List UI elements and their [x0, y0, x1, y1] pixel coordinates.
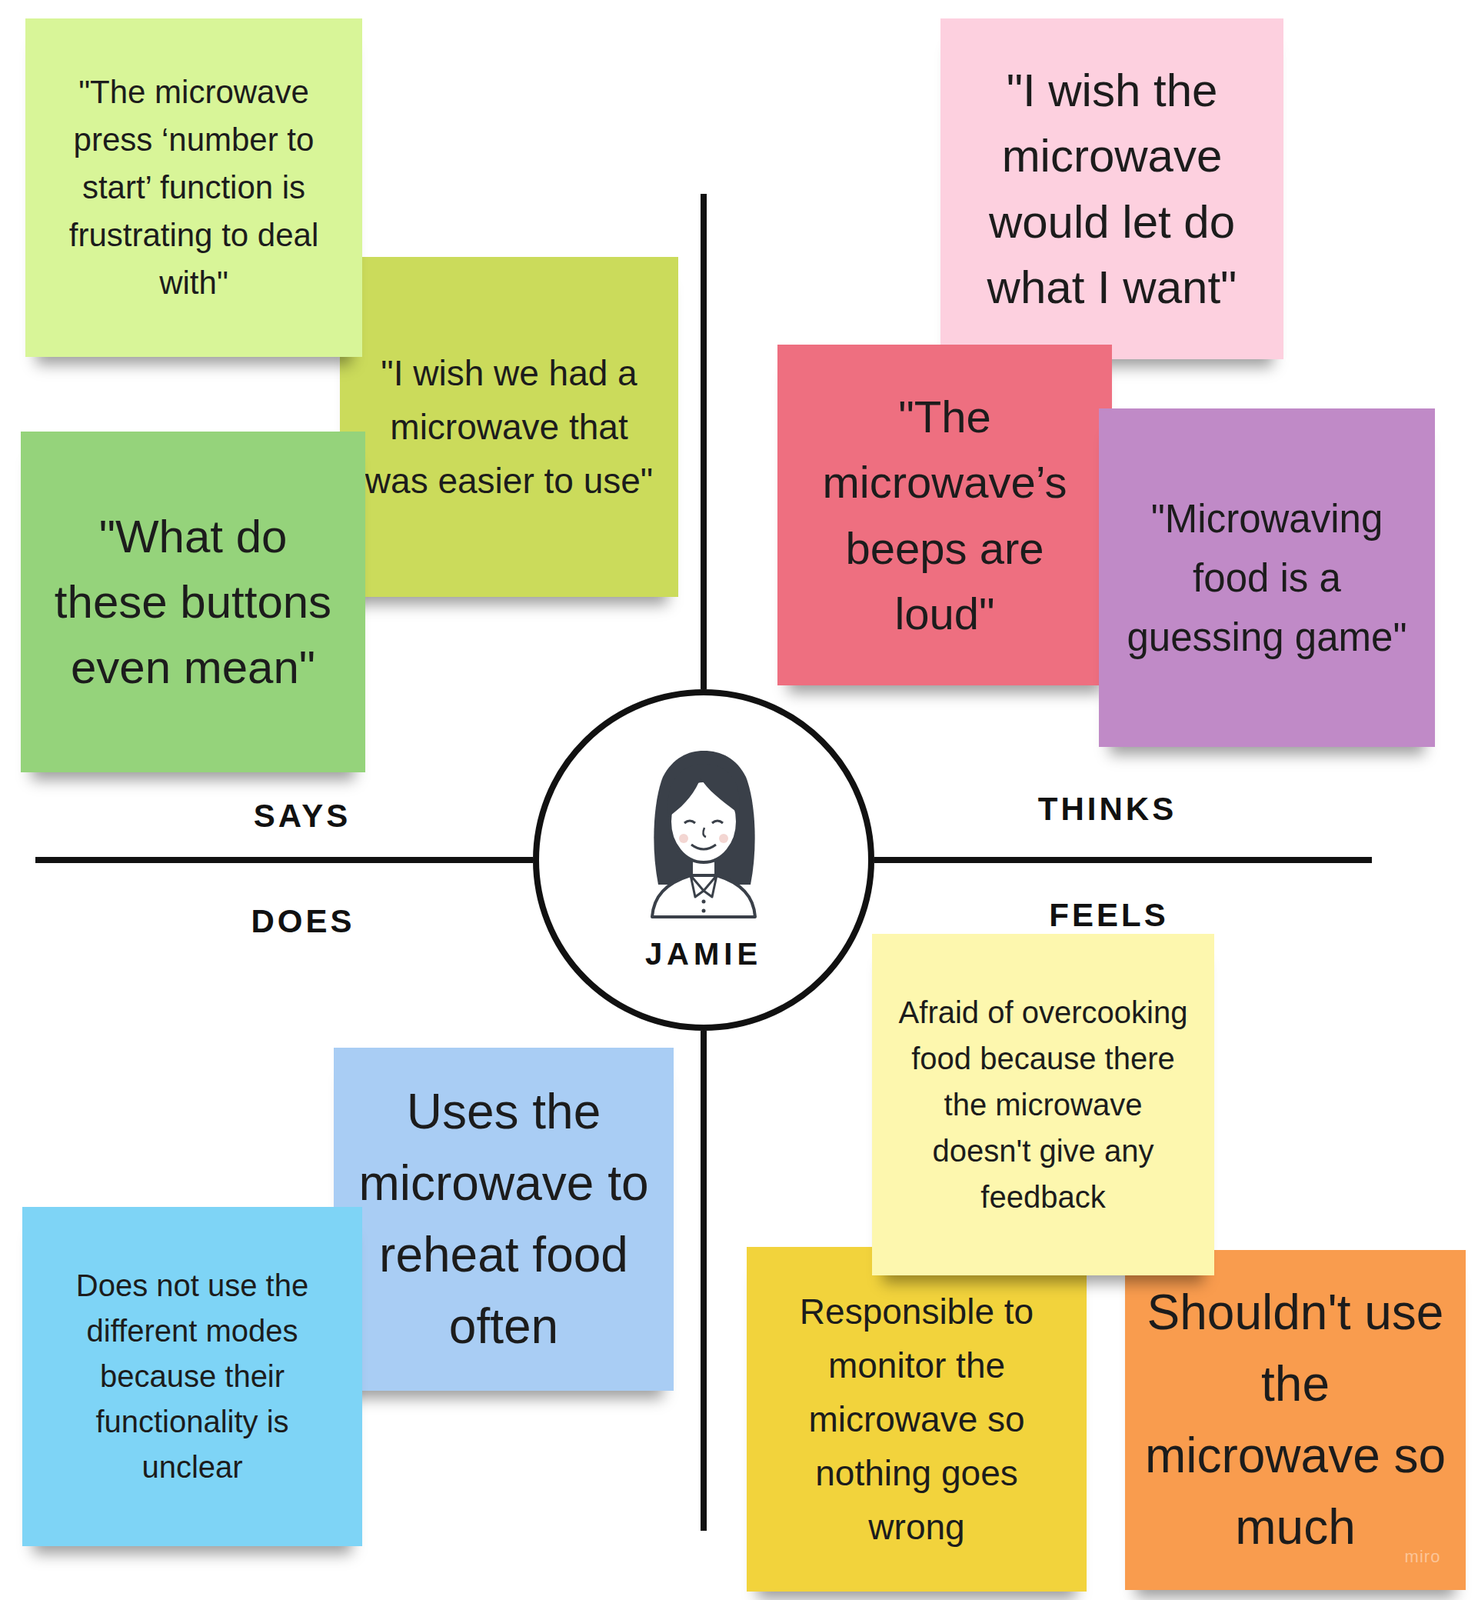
- axis-line: [874, 856, 1372, 863]
- sticky-text: "Microwaving food is a guessing game": [1117, 489, 1417, 667]
- sticky-note: Responsible to monitor the microwave so …: [746, 1246, 1087, 1592]
- avatar-collar: [690, 875, 717, 897]
- avatar-eye: [684, 820, 696, 823]
- quadrant-label: DOES: [250, 902, 355, 940]
- quadrant-label: SAYS: [253, 797, 352, 835]
- avatar-bangs: [667, 763, 739, 817]
- sticky-text: "I wish the microwave would let do what …: [960, 57, 1264, 320]
- persona-name: JAMIE: [547, 935, 860, 972]
- circle-outline: [532, 688, 876, 1032]
- sticky-text: "I wish we had a microwave that was easi…: [361, 346, 657, 508]
- sticky-note: "What do these buttons even mean": [20, 431, 366, 773]
- avatar-shirt: [652, 875, 756, 917]
- avatar-button: [702, 908, 706, 913]
- avatar-cheek: [679, 833, 689, 843]
- avatar-hair: [653, 750, 755, 885]
- axis-line: [700, 1030, 707, 1531]
- sticky-note: Shouldn't use the microwave so much: [1125, 1249, 1466, 1590]
- sticky-text: Responsible to monitor the microwave so …: [765, 1284, 1069, 1554]
- persona-circle: JAMIE: [532, 688, 876, 1032]
- quadrant-label: THINKS: [1038, 790, 1177, 828]
- sticky-note: Afraid of overcooking food because there…: [872, 933, 1215, 1275]
- sticky-text: "The microwave’s beeps are loud": [795, 383, 1094, 646]
- avatar-eye: [712, 820, 723, 823]
- avatar: [652, 750, 756, 917]
- avatar-mouth: [691, 844, 716, 849]
- avatar-cheek: [719, 833, 729, 843]
- sticky-note: "I wish we had a microwave that was easi…: [339, 256, 679, 597]
- sticky-text: "The microwave press ‘number to start’ f…: [48, 68, 340, 307]
- quadrant-label: FEELS: [1048, 896, 1169, 934]
- sticky-note: "The microwave’s beeps are loud": [777, 344, 1112, 686]
- sticky-text: Does not use the different modes because…: [42, 1262, 343, 1490]
- avatar-button: [702, 899, 706, 904]
- watermark: miro: [1404, 1546, 1442, 1567]
- avatar-nose: [702, 827, 706, 837]
- sticky-note: Does not use the different modes because…: [22, 1206, 363, 1546]
- sticky-text: "What do these buttons even mean": [40, 503, 346, 700]
- sticky-text: Uses the microwave to reheat food often: [352, 1075, 656, 1362]
- sticky-note: "I wish the microwave would let do what …: [940, 18, 1284, 360]
- sticky-note: Uses the microwave to reheat food often: [333, 1047, 674, 1391]
- sticky-text: Afraid of overcooking food because there…: [892, 988, 1195, 1220]
- axis-line: [35, 856, 533, 863]
- sticky-note: "The microwave press ‘number to start’ f…: [25, 18, 363, 357]
- axis-line: [700, 193, 707, 690]
- sticky-note: "Microwaving food is a guessing game": [1098, 408, 1435, 747]
- sticky-text: Shouldn't use the microwave so much: [1143, 1276, 1448, 1563]
- circle-outline: [535, 692, 872, 1028]
